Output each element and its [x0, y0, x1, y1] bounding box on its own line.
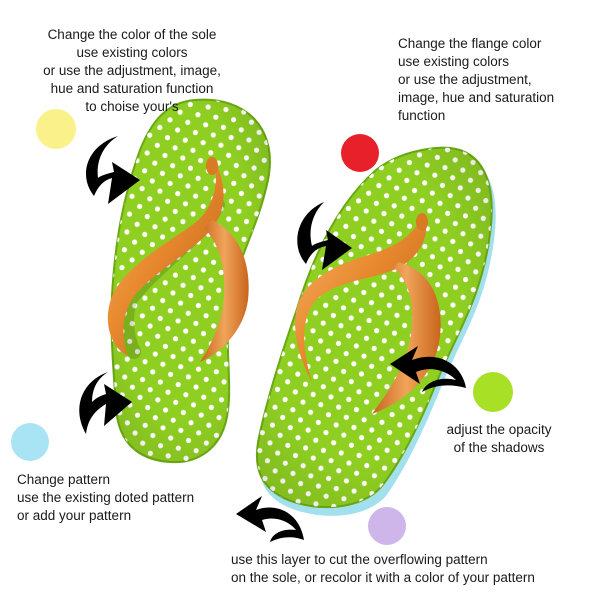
left-strap — [107, 157, 249, 362]
note-line: Change the flange color — [398, 36, 542, 51]
note-line: Change pattern — [17, 472, 111, 487]
left-sole-shade — [111, 99, 270, 463]
note-line: use existing colors — [398, 54, 510, 69]
note-line: Change the color of the sole — [47, 27, 217, 42]
note-line: of the shadows — [453, 440, 545, 455]
note-line: or add your pattern — [17, 508, 132, 523]
arrow-icon-layer — [236, 496, 304, 542]
green-swatch — [473, 372, 513, 412]
lavender-swatch — [368, 507, 406, 545]
note-line: use the existing doted pattern — [17, 490, 195, 505]
note-line: use this layer to cut the overflowing pa… — [231, 552, 488, 567]
yellow-swatch — [36, 109, 76, 149]
note-line: or use the adjustment, image, — [43, 63, 221, 78]
note-line: on the sole, or recolor it with a color … — [231, 570, 535, 585]
light-blue-swatch — [11, 423, 49, 461]
arrow-icon-pattern — [79, 372, 132, 434]
flange-color-note: Change the flange color use existing col… — [398, 35, 554, 125]
note-line: or use the adjustment, — [398, 72, 532, 87]
note-line: to choise your's — [85, 99, 179, 114]
sole-color-note: Change the color of the sole use existin… — [22, 26, 242, 116]
note-line: hue and saturation function — [50, 81, 214, 96]
note-line: function — [398, 108, 446, 123]
right-sole-shade — [256, 147, 492, 508]
pattern-note: Change pattern use the existing doted pa… — [17, 471, 194, 525]
cut-layer-note: use this layer to cut the overflowing pa… — [231, 551, 535, 587]
arrow-icon-flange — [297, 202, 352, 270]
right-strap — [295, 213, 441, 414]
note-line: image, hue and saturation — [398, 90, 555, 105]
left-flip-flop — [107, 98, 271, 464]
red-swatch — [341, 134, 379, 172]
arrow-icon-sole — [86, 136, 140, 204]
note-line: use existing colors — [76, 45, 188, 60]
shadow-opacity-note: adjust the opacity of the shadows — [434, 421, 564, 457]
note-line: adjust the opacity — [446, 422, 552, 437]
arrow-icon-shadows — [390, 346, 466, 392]
right-flip-flop — [255, 146, 496, 516]
